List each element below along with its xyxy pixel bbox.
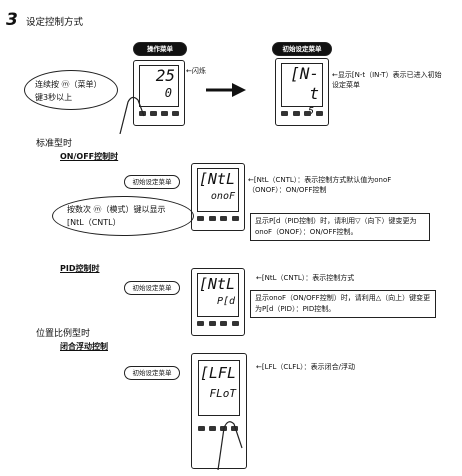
display-line2: P[d <box>216 296 235 307</box>
position-type-heading: 位置比例型时 <box>36 329 91 339</box>
device-operation-menu: 25 0 <box>133 60 185 126</box>
pid-caption: ←[NtL（CNTL）：表示控制方式 <box>256 274 355 282</box>
onoff-caption: ←[NtL（CNTL）：表示控制方式默认值为onoF（ONOF）：ON/OFF控… <box>248 176 392 194</box>
device-initial-setup: [N-t 5 <box>275 58 329 126</box>
device-button <box>292 111 300 116</box>
blink-label: ←闪烁 <box>186 67 206 75</box>
initial-setup-menu-tag: 初始设定菜单 <box>124 281 180 295</box>
initial-setup-menu-tag: 初始设定菜单 <box>124 175 180 189</box>
device-button <box>231 426 238 431</box>
device-button <box>231 216 239 221</box>
device-button <box>172 111 179 116</box>
device-button <box>198 426 205 431</box>
device-button <box>220 216 228 221</box>
finger-press-icon <box>119 96 145 134</box>
device-onoff: [NtL onoF <box>191 163 245 231</box>
device-display: [NtL onoF <box>197 168 239 212</box>
device-button <box>315 111 323 116</box>
display-line1: [N-t <box>290 64 319 103</box>
operation-menu-tag: 操作菜单 <box>133 42 187 56</box>
initial-setup-menu-tag: 初始设定菜单 <box>124 366 180 380</box>
standard-type-heading: 标准型时 <box>36 139 73 149</box>
pid-note: 显示onoF（ON/OFF控制）时，请利用△（向上）键变更为P[d（PID）：P… <box>250 290 436 318</box>
closed-floating-caption: ←[LFL（CLFL）：表示闭合/浮动 <box>256 363 355 371</box>
device-display: [N-t 5 <box>281 63 323 117</box>
display-line1: [LFL <box>199 364 236 382</box>
device-button <box>197 321 204 326</box>
device-display: [NtL P[d <box>197 273 239 317</box>
initial-setup-caption: ←显示[N-t（IN-T）表示已进入初始设定菜单 <box>332 71 442 89</box>
step-title: 设定控制方式 <box>26 17 84 28</box>
device-button <box>208 321 216 326</box>
device-button <box>304 111 312 116</box>
device-buttons <box>281 111 323 116</box>
display-line1: [NtL <box>198 170 235 188</box>
device-buttons <box>197 216 239 221</box>
arrow-right-icon <box>206 83 246 97</box>
device-button <box>161 111 168 116</box>
device-display: [LFL FLoT <box>198 360 240 416</box>
device-closed-floating: [LFL FLoT <box>191 353 247 469</box>
device-buttons <box>197 321 239 326</box>
device-button <box>150 111 157 116</box>
device-button <box>231 321 239 326</box>
display-line1: 25 <box>155 66 175 85</box>
device-button <box>197 216 204 221</box>
device-pid: [NtL P[d <box>191 268 245 336</box>
press-mode-callout: 按数次 ⓜ（模式）键以显示[NtL（CNTL） <box>52 196 194 236</box>
device-button <box>281 111 288 116</box>
display-line1: [NtL <box>198 275 235 293</box>
closed-floating-title: 闭合浮动控制 <box>60 342 108 351</box>
pid-control-title: PID控制时 <box>60 264 100 273</box>
device-display: 25 0 <box>139 65 179 107</box>
initial-setup-menu-tag: 初始设定菜单 <box>272 42 332 56</box>
display-line2: FLoT <box>209 387 237 400</box>
display-line2: 0 <box>164 86 172 100</box>
device-button <box>208 216 216 221</box>
onoff-control-title: ON/OFF控制时 <box>60 152 119 161</box>
device-button <box>220 321 228 326</box>
hold-menu-callout: 连续按 ⓜ（菜单）键3秒以上 <box>24 70 118 110</box>
step-number: 3 <box>6 10 18 30</box>
device-button <box>209 426 216 431</box>
finger-press-icon <box>217 421 243 470</box>
display-line2: onoF <box>210 191 235 202</box>
onoff-note: 显示P[d（PID控制）时，请利用▽（向下）键变更为onoF（ONOF）：ON/… <box>250 213 430 241</box>
